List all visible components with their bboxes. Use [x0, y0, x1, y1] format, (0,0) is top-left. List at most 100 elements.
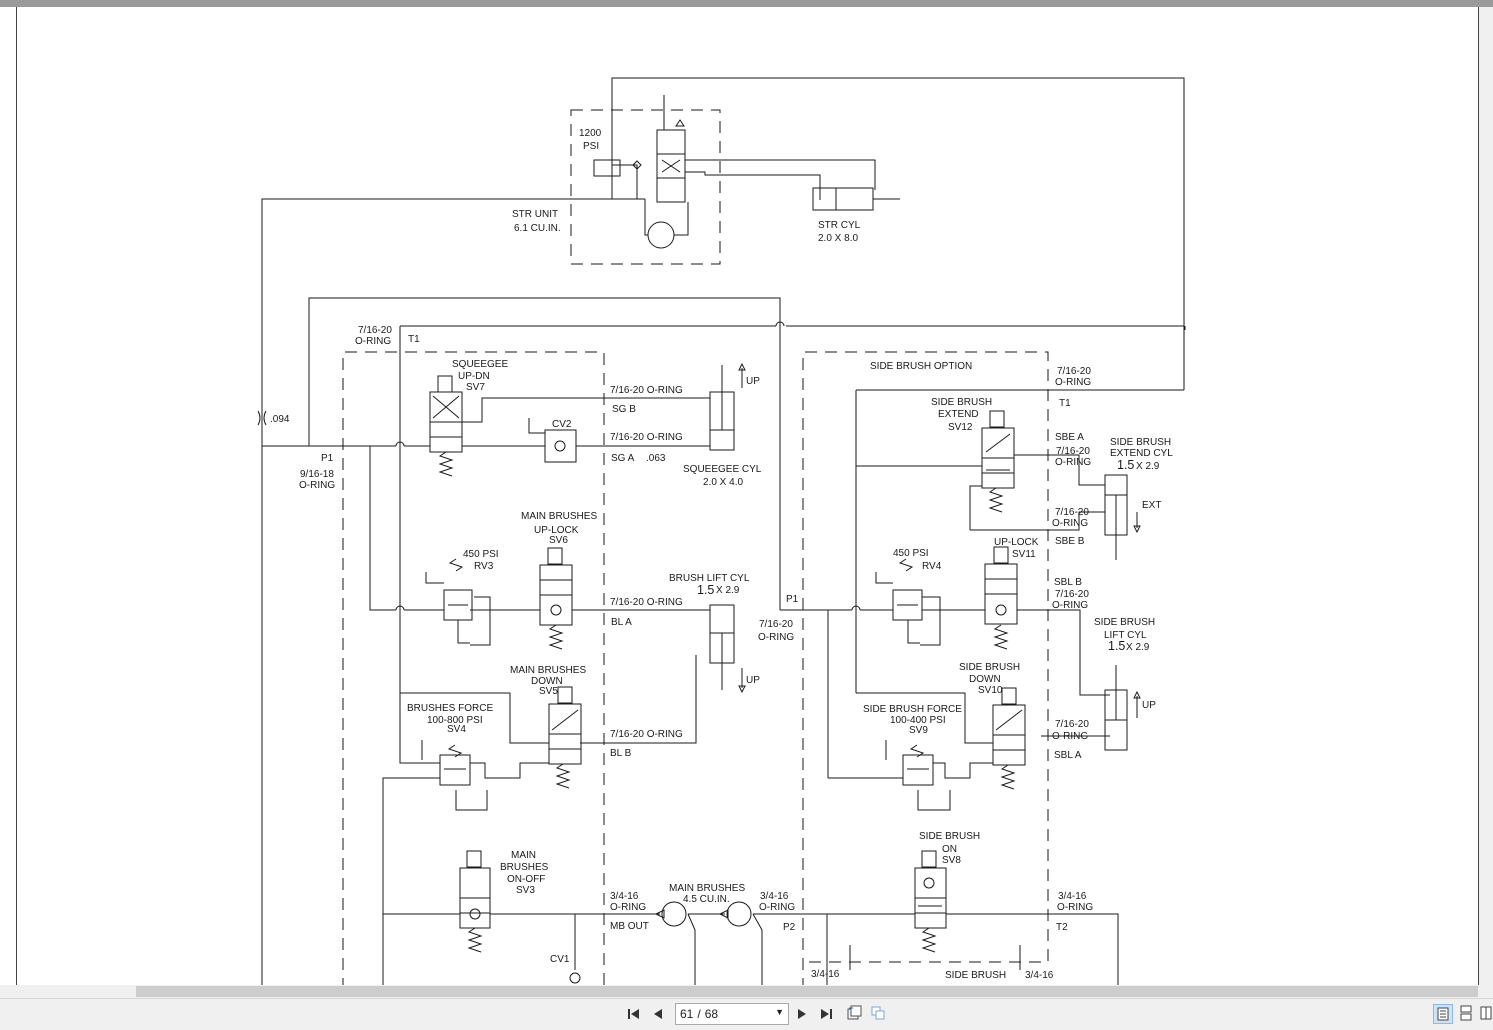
label-sb-force-range: 100-400 PSI — [890, 715, 946, 726]
label-squeegee: SQUEEGEE — [452, 359, 508, 370]
page-number-selector[interactable]: 61 / 68 ▼ — [675, 1003, 789, 1025]
window-top-strip — [0, 0, 1493, 7]
label-sbl-b: SBL B — [1054, 577, 1082, 588]
label-oring-sblb: O-RING — [1052, 600, 1088, 611]
label-side-brush-ext-b: EXTEND — [938, 409, 979, 420]
label-motor-cap: 4.5 CU.IN. — [683, 894, 730, 905]
dual-page-icon[interactable] — [869, 1004, 887, 1022]
label-sbl-a: SBL A — [1054, 750, 1082, 761]
chevron-down-icon[interactable]: ▼ — [775, 1007, 784, 1017]
label-cv1: CV1 — [550, 954, 570, 965]
label-t1-right: T1 — [1059, 398, 1071, 409]
squeegee-valve-sv7 — [429, 362, 746, 477]
label-oring-sbeb: O-RING — [1052, 518, 1088, 529]
label-main-brushes-motor: MAIN BRUSHES — [669, 883, 745, 894]
label-port-3416-b: 3/4-16 — [760, 891, 789, 902]
label-main-onoff-c: ON-OFF — [507, 874, 545, 885]
label-port-71620-a: 7/16-20 — [358, 325, 392, 336]
label-ext: EXT — [1142, 500, 1161, 511]
label-sv8: SV8 — [942, 855, 961, 866]
label-sg-a-orifice: .063 — [646, 453, 666, 464]
manifold-outlines — [342, 109, 1049, 985]
main-brushes-sv5-sv4 — [421, 686, 582, 811]
viewer-right-margin — [1478, 7, 1493, 985]
label-oring-r3416: O-RING — [1057, 902, 1093, 913]
label-port-sblb: 7/16-20 — [1055, 589, 1089, 600]
page-separator: / — [697, 1007, 701, 1021]
label-sb-lift-b: LIFT CYL — [1104, 630, 1147, 641]
side-brush-sv11-rv4 — [875, 546, 1141, 751]
viewer-toolbar: 61 / 68 ▼ — [0, 998, 1493, 1030]
label-sb-lift-size-a: 1.5 — [1108, 639, 1125, 653]
label-str-unit: STR UNIT — [512, 209, 558, 220]
label-restrictor: .094 — [270, 414, 290, 425]
label-sv3: SV3 — [516, 885, 535, 896]
label-squeegee-cyl-size: 2.0 X 4.0 — [703, 477, 743, 488]
label-port-sbla: 7/16-20 — [1055, 719, 1089, 730]
label-psi-450-a: 450 PSI — [463, 549, 499, 560]
label-brush-lift-size-b: X 2.9 — [716, 585, 740, 596]
label-port-3416-a: 3/4-16 — [610, 891, 639, 902]
steering-unit — [593, 95, 900, 249]
hydraulic-schematic: 1200 PSI STR UNIT 6.1 CU.IN. STR CYL 2.0… — [257, 77, 1186, 985]
label-sv12: SV12 — [948, 422, 973, 433]
next-page-icon[interactable] — [794, 1005, 810, 1023]
label-oring-3416-a: O-RING — [610, 902, 646, 913]
prev-page-icon[interactable] — [650, 1005, 666, 1023]
label-side-brush-ext-a: SIDE BRUSH — [931, 397, 992, 408]
label-squeegee-cyl: SQUEEGEE CYL — [683, 464, 762, 475]
label-main-brushes-a: MAIN BRUSHES — [521, 511, 597, 522]
current-page[interactable]: 61 — [680, 1007, 694, 1021]
label-up-bl: UP — [746, 675, 760, 686]
label-brush-lift-cyl: BRUSH LIFT CYL — [669, 573, 750, 584]
horizontal-scrollbar[interactable] — [0, 985, 1493, 998]
label-updn: UP-DN — [458, 371, 490, 382]
label-brushes-force: BRUSHES FORCE — [407, 703, 493, 714]
label-mb-out: MB OUT — [610, 921, 649, 932]
fit-page-icon[interactable] — [845, 1004, 863, 1022]
label-sgb-port: 7/16-20 O-RING — [610, 385, 683, 396]
label-sv9: SV9 — [909, 725, 928, 736]
label-sb-force: SIDE BRUSH FORCE — [863, 704, 962, 715]
label-sg-a: SG A — [611, 453, 635, 464]
label-sv6: SV6 — [549, 535, 568, 546]
label-t2: T2 — [1056, 922, 1068, 933]
label-down: DOWN — [531, 676, 563, 687]
label-sbe-b: SBE B — [1055, 536, 1085, 547]
skip-last-icon[interactable] — [816, 1005, 836, 1023]
label-sb-on-a: SIDE BRUSH — [919, 831, 980, 842]
hydraulic-lines — [261, 77, 1186, 985]
label-up-sq: UP — [746, 376, 760, 387]
label-oring-r1: O-RING — [1055, 377, 1091, 388]
document-page: 1200 PSI STR UNIT 6.1 CU.IN. STR CYL 2.0… — [17, 7, 1478, 985]
label-p2: P2 — [783, 922, 796, 933]
label-rv4: RV4 — [922, 561, 942, 572]
label-t1-left: T1 — [408, 334, 420, 345]
label-brushes-force-range: 100-800 PSI — [427, 715, 483, 726]
label-sv7: SV7 — [466, 382, 485, 393]
label-port-3416-d: 3/4-16 — [1025, 970, 1054, 981]
side-brush-sv10-sv9 — [885, 687, 1026, 811]
label-rv3: RV3 — [474, 561, 494, 572]
label-psi: PSI — [583, 141, 599, 152]
label-oring-3416-b: O-RING — [759, 902, 795, 913]
label-str-cyl: STR CYL — [818, 220, 861, 231]
label-str-unit-cap: 6.1 CU.IN. — [514, 223, 561, 234]
skip-first-icon[interactable] — [624, 1005, 644, 1023]
single-page-view-icon[interactable] — [1433, 1004, 1453, 1024]
label-sb-down-b: DOWN — [969, 674, 1001, 685]
label-sv5: SV5 — [539, 686, 558, 697]
label-sv11: SV11 — [1012, 549, 1036, 560]
continuous-view-icon[interactable] — [1457, 1004, 1475, 1022]
side-brush-sv12 — [981, 410, 1141, 560]
scrollbar-thumb[interactable] — [136, 986, 1478, 997]
label-bl-a: BL A — [611, 617, 632, 628]
label-oring-mid: O-RING — [758, 632, 794, 643]
label-uplock: UP-LOCK — [534, 525, 579, 536]
facing-view-icon[interactable] — [1479, 1004, 1493, 1022]
side-brush-sv8 — [914, 850, 947, 953]
label-sb-extend-cyl-a: SIDE BRUSH — [1110, 437, 1171, 448]
label-port-sbeb: 7/16-20 — [1055, 507, 1089, 518]
label-sga-port: 7/16-20 O-RING — [610, 432, 683, 443]
label-port-mid: 7/16-20 — [759, 619, 793, 630]
